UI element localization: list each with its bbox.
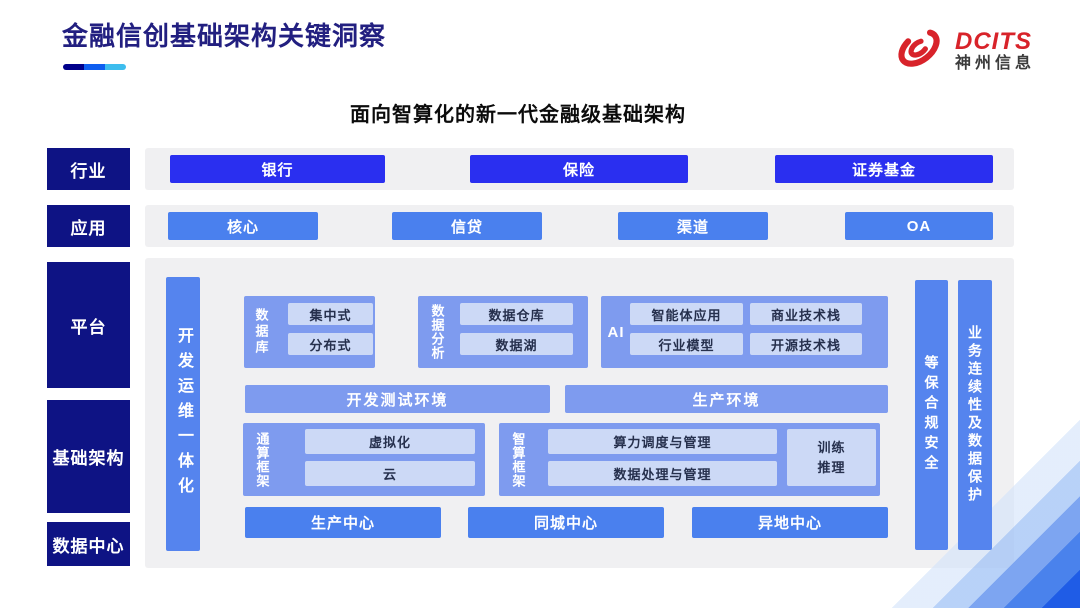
database-item-centralized: 集中式: [288, 303, 373, 325]
ai-group-label: AI: [607, 323, 625, 341]
env-dev-test-bar: 开发测试环境: [245, 385, 550, 413]
ai-item-industry-model: 行业模型: [630, 333, 743, 355]
analytics-group-label: 数据分析: [429, 304, 445, 360]
security-compliance-bar: 等保合规安全: [915, 280, 948, 550]
ai-compute-label: 智算框架: [510, 431, 526, 488]
analytics-item-datalake: 数据湖: [460, 333, 573, 355]
database-group: 数据库 集中式 分布式: [244, 296, 375, 368]
analytics-item-warehouse: 数据仓库: [460, 303, 573, 325]
database-group-label: 数据库: [253, 308, 269, 356]
company-logo: DCITS 神州信息: [891, 20, 1035, 81]
page-title: 金融信创基础架构关键洞察: [62, 21, 387, 51]
general-compute-item-virtualization: 虚拟化: [305, 429, 475, 454]
industry-item-securities: 证券基金: [775, 155, 993, 183]
layer-label-industry: 行业: [47, 148, 130, 190]
ai-item-opensource-stack: 开源技术栈: [750, 333, 862, 355]
center-same-city: 同城中心: [468, 507, 664, 538]
analytics-group: 数据分析 数据仓库 数据湖: [418, 296, 588, 368]
underline-segment-dark: [63, 64, 84, 70]
industry-item-insurance: 保险: [470, 155, 688, 183]
title-underline: [63, 64, 126, 70]
underline-segment-cyan: [105, 64, 126, 70]
underline-segment-blue: [84, 64, 105, 70]
logo-brand-text: DCITS: [955, 27, 1032, 55]
layer-label-platform: 平台: [47, 262, 130, 388]
application-item-core: 核心: [168, 212, 318, 240]
layer-label-infrastructure: 基础架构: [47, 400, 130, 513]
application-item-credit: 信贷: [392, 212, 542, 240]
ai-item-commercial-stack: 商业技术栈: [750, 303, 862, 325]
ai-compute-item-data-processing: 数据处理与管理: [548, 461, 777, 486]
general-compute-label: 通算框架: [254, 431, 270, 488]
ai-compute-group: 智算框架 算力调度与管理 数据处理与管理 训练 推理: [499, 423, 880, 496]
industry-item-bank: 银行: [170, 155, 385, 183]
ai-compute-item-training-inference: 训练 推理: [787, 429, 876, 486]
layer-label-application: 应用: [47, 205, 130, 247]
application-item-oa: OA: [845, 212, 993, 240]
devops-vertical-bar: 开发运维一体化: [166, 277, 200, 551]
env-production-bar: 生产环境: [565, 385, 888, 413]
ai-group: AI 智能体应用 商业技术栈 行业模型 开源技术栈: [601, 296, 888, 368]
general-compute-group: 通算框架 虚拟化 云: [243, 423, 485, 496]
center-remote: 异地中心: [692, 507, 888, 538]
layer-label-datacenter: 数据中心: [47, 522, 130, 566]
center-production: 生产中心: [245, 507, 441, 538]
general-compute-item-cloud: 云: [305, 461, 475, 486]
ai-item-agent-app: 智能体应用: [630, 303, 743, 325]
business-continuity-bar: 业务连续性及数据保护: [958, 280, 992, 550]
swirl-logo-icon: [891, 20, 947, 81]
diagram-subtitle: 面向智算化的新一代金融级基础架构: [350, 104, 686, 126]
ai-compute-item-scheduling: 算力调度与管理: [548, 429, 777, 454]
application-item-channel: 渠道: [618, 212, 768, 240]
database-item-distributed: 分布式: [288, 333, 373, 355]
logo-company-text: 神州信息: [955, 54, 1036, 72]
